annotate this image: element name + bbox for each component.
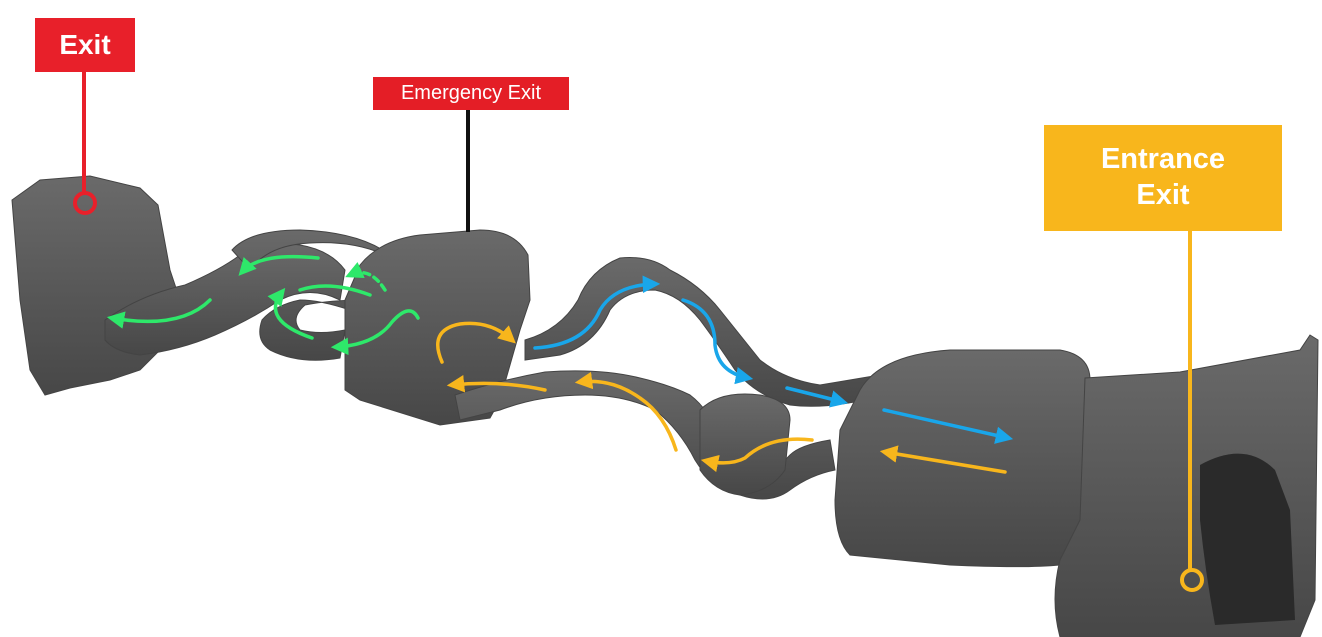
entrance-label-line1: Entrance [1044, 141, 1282, 177]
left-chamber [12, 176, 180, 395]
small-chamber [700, 394, 790, 495]
emergency-exit-label: Emergency Exit [373, 77, 569, 110]
right-chamber [835, 350, 1090, 567]
exit-label: Exit [35, 18, 135, 72]
cave-body [12, 176, 1318, 637]
entrance-exit-label: Entrance Exit [1044, 125, 1282, 231]
entrance-label-line2: Exit [1044, 177, 1282, 213]
